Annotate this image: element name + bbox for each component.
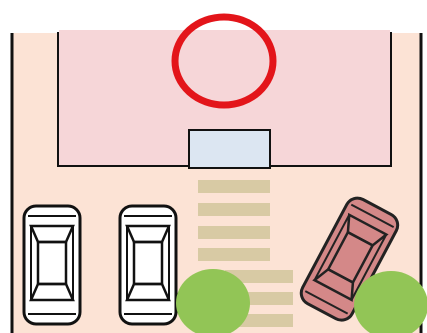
path-stone xyxy=(198,180,270,193)
car-body xyxy=(118,204,178,326)
car-body xyxy=(22,204,82,326)
entrance-door xyxy=(188,129,271,169)
car-front-line xyxy=(350,203,395,229)
car-side-line xyxy=(313,214,351,281)
path-stone xyxy=(198,226,270,239)
building-top-opening xyxy=(59,30,390,34)
parked-car-left xyxy=(22,204,82,326)
path-stone xyxy=(225,270,293,283)
path-stone xyxy=(198,203,270,216)
highlighted-car xyxy=(299,196,400,322)
car-side-line xyxy=(350,234,388,301)
path-stone xyxy=(198,248,270,261)
parked-car-middle xyxy=(118,204,178,326)
target-circle xyxy=(171,13,277,109)
shrub-left xyxy=(176,269,250,333)
shrub-right xyxy=(354,271,427,333)
car-back-line xyxy=(304,290,349,315)
